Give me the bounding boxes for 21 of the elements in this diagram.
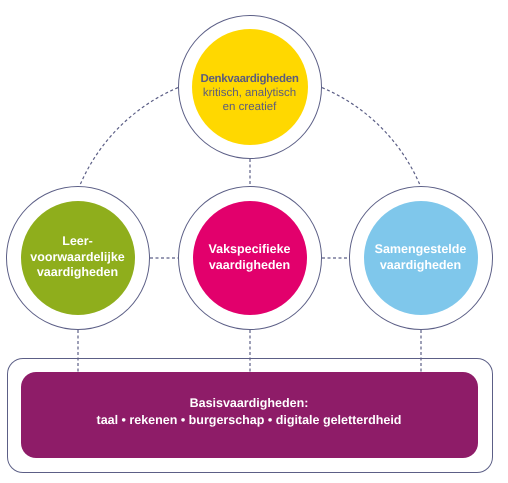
dashed-connector: [249, 330, 251, 372]
band-text: taal • rekenen • burgerschap • digitale geletterdheid: [96, 412, 402, 428]
skill-circle: [364, 200, 478, 314]
circle-title: Denkvaardigheden: [200, 72, 299, 86]
dashed-connector: [79, 87, 178, 186]
skill-circle: [192, 28, 308, 144]
dashed-connector: [420, 330, 422, 372]
base-skills-band: [20, 372, 478, 458]
dashed-connector: [249, 159, 251, 186]
outer-frame: [7, 358, 493, 473]
circle-title: Leer- voorwaardelijke vaardigheden: [29, 234, 126, 281]
dashed-connector: [77, 330, 79, 372]
dashed-connector: [150, 257, 178, 259]
skill-circle: [20, 200, 134, 314]
circle-title: Samengestelde vaardigheden: [374, 242, 468, 274]
circle-title: Vakspecifieke vaardigheden: [207, 242, 292, 274]
circle-subtitle: kritisch, analytisch en creatief: [202, 87, 298, 115]
skill-circle: [192, 200, 306, 314]
dashed-connector: [322, 87, 421, 186]
band-heading: Basisvaardigheden:: [190, 395, 308, 412]
dashed-connector: [322, 257, 349, 259]
